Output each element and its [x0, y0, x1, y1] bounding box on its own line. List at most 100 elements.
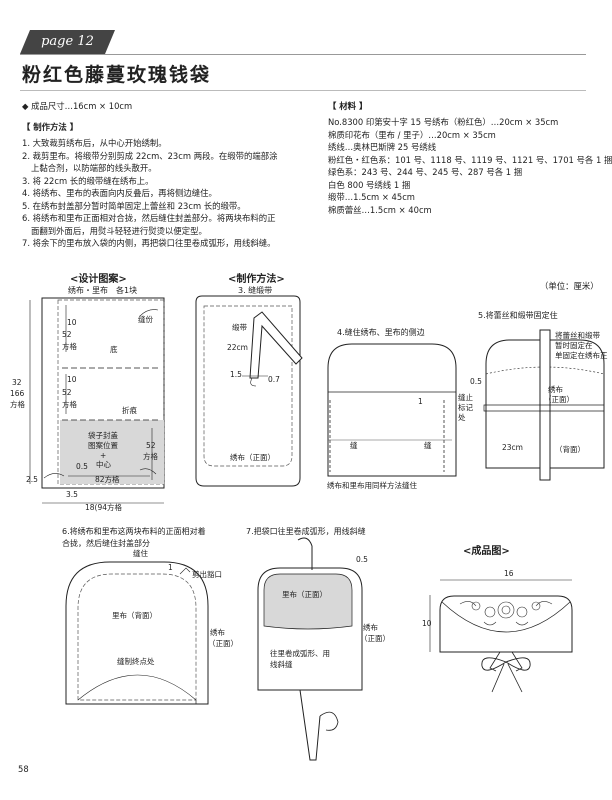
- step5-note: 暂时固定在: [555, 340, 593, 350]
- finished-heading: <成品图>: [463, 546, 510, 557]
- roll-stitch-label: 往里卷成弧形、用: [270, 648, 330, 658]
- dim-label: 32: [12, 378, 22, 387]
- stop-mark-label: 标记: [458, 402, 473, 412]
- dim-label: 方格: [62, 341, 77, 351]
- step6-title: 合拢，然后缝住封盖部分: [62, 539, 150, 548]
- dim-label: 1: [418, 397, 423, 406]
- fabric-front-label: 绣布: [363, 622, 378, 632]
- width-label: 18(94方格: [85, 502, 123, 512]
- fabric-front-label: （正面）: [360, 634, 390, 643]
- dim-label: 2.5: [26, 475, 38, 484]
- dim-label: 82方格: [95, 474, 120, 484]
- dim-label: 166: [10, 389, 25, 398]
- seam-label: 缝: [350, 440, 358, 450]
- dim-label: 0.5: [470, 377, 482, 386]
- lining-back-label: 里布（背面）: [112, 610, 157, 620]
- step3-title: 3. 缝缎带: [238, 286, 273, 295]
- dim-label: 10: [67, 318, 77, 327]
- material-line: 缎带…1.5cm × 45cm: [328, 192, 415, 202]
- material-line: 棉质印花布（里布 / 里子）…20cm × 35cm: [328, 129, 496, 140]
- dim-label: 0.7: [268, 375, 280, 384]
- height-label: 10: [422, 619, 432, 628]
- fold-label: 折痕: [122, 405, 137, 415]
- method-step: 3. 将 22cm 长的缎带缝在绣布上。: [22, 175, 154, 186]
- material-line: No.8300 印第安十字 15 号绣布（粉红色）…20cm × 35cm: [328, 117, 559, 127]
- dim-label: 方格: [143, 451, 158, 461]
- materials-heading: 【 材料 】: [328, 101, 368, 111]
- design-heading: <设计图案>: [70, 274, 127, 285]
- dim-label: 0.5: [76, 462, 88, 471]
- dim-label: 52: [62, 388, 72, 397]
- method-diagrams-heading: <制作方法>: [228, 274, 285, 285]
- ribbon-length: 22cm: [227, 343, 248, 352]
- seam-label: 缝: [424, 440, 432, 450]
- dim-label: 3.5: [66, 490, 78, 499]
- roll-stitch-label: 线斜缝: [270, 659, 293, 669]
- dim-label: 1: [168, 563, 173, 572]
- stop-mark-label: 缝止: [458, 392, 473, 402]
- notch-label: 剪出豁口: [192, 569, 222, 579]
- material-line: 绣线…奥林巴斯牌 25 号绣线: [328, 142, 437, 152]
- method-steps: 1. 大致裁剪绣布后，从中心开始绣制。 2. 裁剪里布。将缎带分别剪成 22cm…: [22, 137, 277, 250]
- design-subtitle: 绣布・里布 各1块: [68, 286, 138, 295]
- step7-title: 7.把袋口往里卷成弧形，用线斜缝: [246, 527, 366, 536]
- ribbon-label: 缎带: [232, 322, 247, 332]
- fabric-front-label: （正面）: [544, 395, 574, 404]
- seam-label: 缝住: [133, 548, 148, 558]
- dim-label: 0.5: [356, 555, 368, 564]
- method-step: 1. 大致裁剪绣布后，从中心开始绣制。: [22, 138, 167, 148]
- method-step: 5. 在绣布封盖部分暂时简单固定上蕾丝和 23cm 长的缎带。: [22, 200, 246, 211]
- ribbon-length: 23cm: [502, 443, 523, 452]
- dim-label: 52: [62, 330, 72, 339]
- fabric-front-label: （正面）: [208, 639, 238, 648]
- page-number: 58: [18, 764, 29, 774]
- unit-note: （单位：厘米）: [540, 281, 599, 291]
- finished-size: ◆ 成品尺寸…16cm × 10cm: [22, 101, 133, 111]
- method-step: 7. 将余下的里布放入袋的内侧，再把袋口往里卷成弧形，用线斜缝。: [22, 238, 276, 248]
- method-step: 4. 将绣布、里布的表面向内反叠后，再将侧边缝住。: [22, 188, 217, 198]
- step5-note: 将蕾丝和缎带: [555, 330, 600, 340]
- method-step: 上黏合剂，以防端部的线头散开。: [31, 163, 157, 173]
- page-label-tab: page 12: [20, 30, 115, 54]
- dim-label: 方格: [10, 399, 25, 409]
- seam-end-label: 缝制终点处: [117, 656, 155, 666]
- material-line: 白色 800 号绣线 1 捆: [328, 179, 411, 190]
- method-heading: 【 制作方法 】: [22, 122, 79, 132]
- fabric-front-label: 绣布: [210, 627, 225, 637]
- material-line: 棉质蕾丝…1.5cm × 40cm: [328, 204, 432, 215]
- header-rule: [20, 54, 586, 55]
- center-label: 中心: [96, 459, 111, 469]
- step5-title: 5.将蕾丝和缎带固定住: [478, 311, 558, 320]
- step6-title: 6.将绣布和里布这两块布料的正面相对着: [62, 527, 206, 536]
- step4-footnote: 绣布和里布用同样方法缝住: [327, 480, 417, 490]
- flap-seam-label: 缝份: [138, 314, 153, 324]
- title-rule: [20, 90, 586, 91]
- method-step: 2. 裁剪里布。将缎带分别剪成 22cm、23cm 两段。在缎带的端部涂: [22, 150, 278, 161]
- fabric-front-label: 绣布: [548, 384, 563, 394]
- material-line: 粉红色・红色系：101 号、1118 号、1119 号、1121 号、1701 …: [328, 154, 612, 165]
- dim-label: 方格: [62, 399, 77, 409]
- flap-design-label: 袋子封盖: [88, 430, 118, 440]
- back-label: （背面）: [555, 444, 585, 454]
- page-title: 粉红色藤蔓玫瑰钱袋: [22, 64, 212, 86]
- dim-label: 10: [67, 375, 77, 384]
- center-mark: +: [100, 451, 106, 460]
- method-step: 面翻到外面后，用熨斗轻轻进行熨烫以便定型。: [31, 225, 207, 236]
- stop-mark-label: 处: [458, 412, 466, 422]
- width-label: 16: [504, 569, 514, 578]
- dim-label: 1.5: [230, 370, 242, 379]
- flap-design-label: 图案位置: [88, 440, 118, 450]
- step5-note: 单固定在绣布正: [555, 350, 608, 360]
- method-step: 6. 将绣布和里布正面相对合拢，然后缝住封盖部分。将两块布料的正: [22, 213, 276, 223]
- bottom-label: 底: [110, 344, 118, 354]
- materials-list: No.8300 印第安十字 15 号绣布（粉红色）…20cm × 35cm 棉质…: [328, 116, 612, 216]
- material-line: 绿色系：243 号、244 号、245 号、287 号各 1 捆: [328, 167, 523, 177]
- fabric-front-label: 绣布（正面）: [230, 452, 275, 462]
